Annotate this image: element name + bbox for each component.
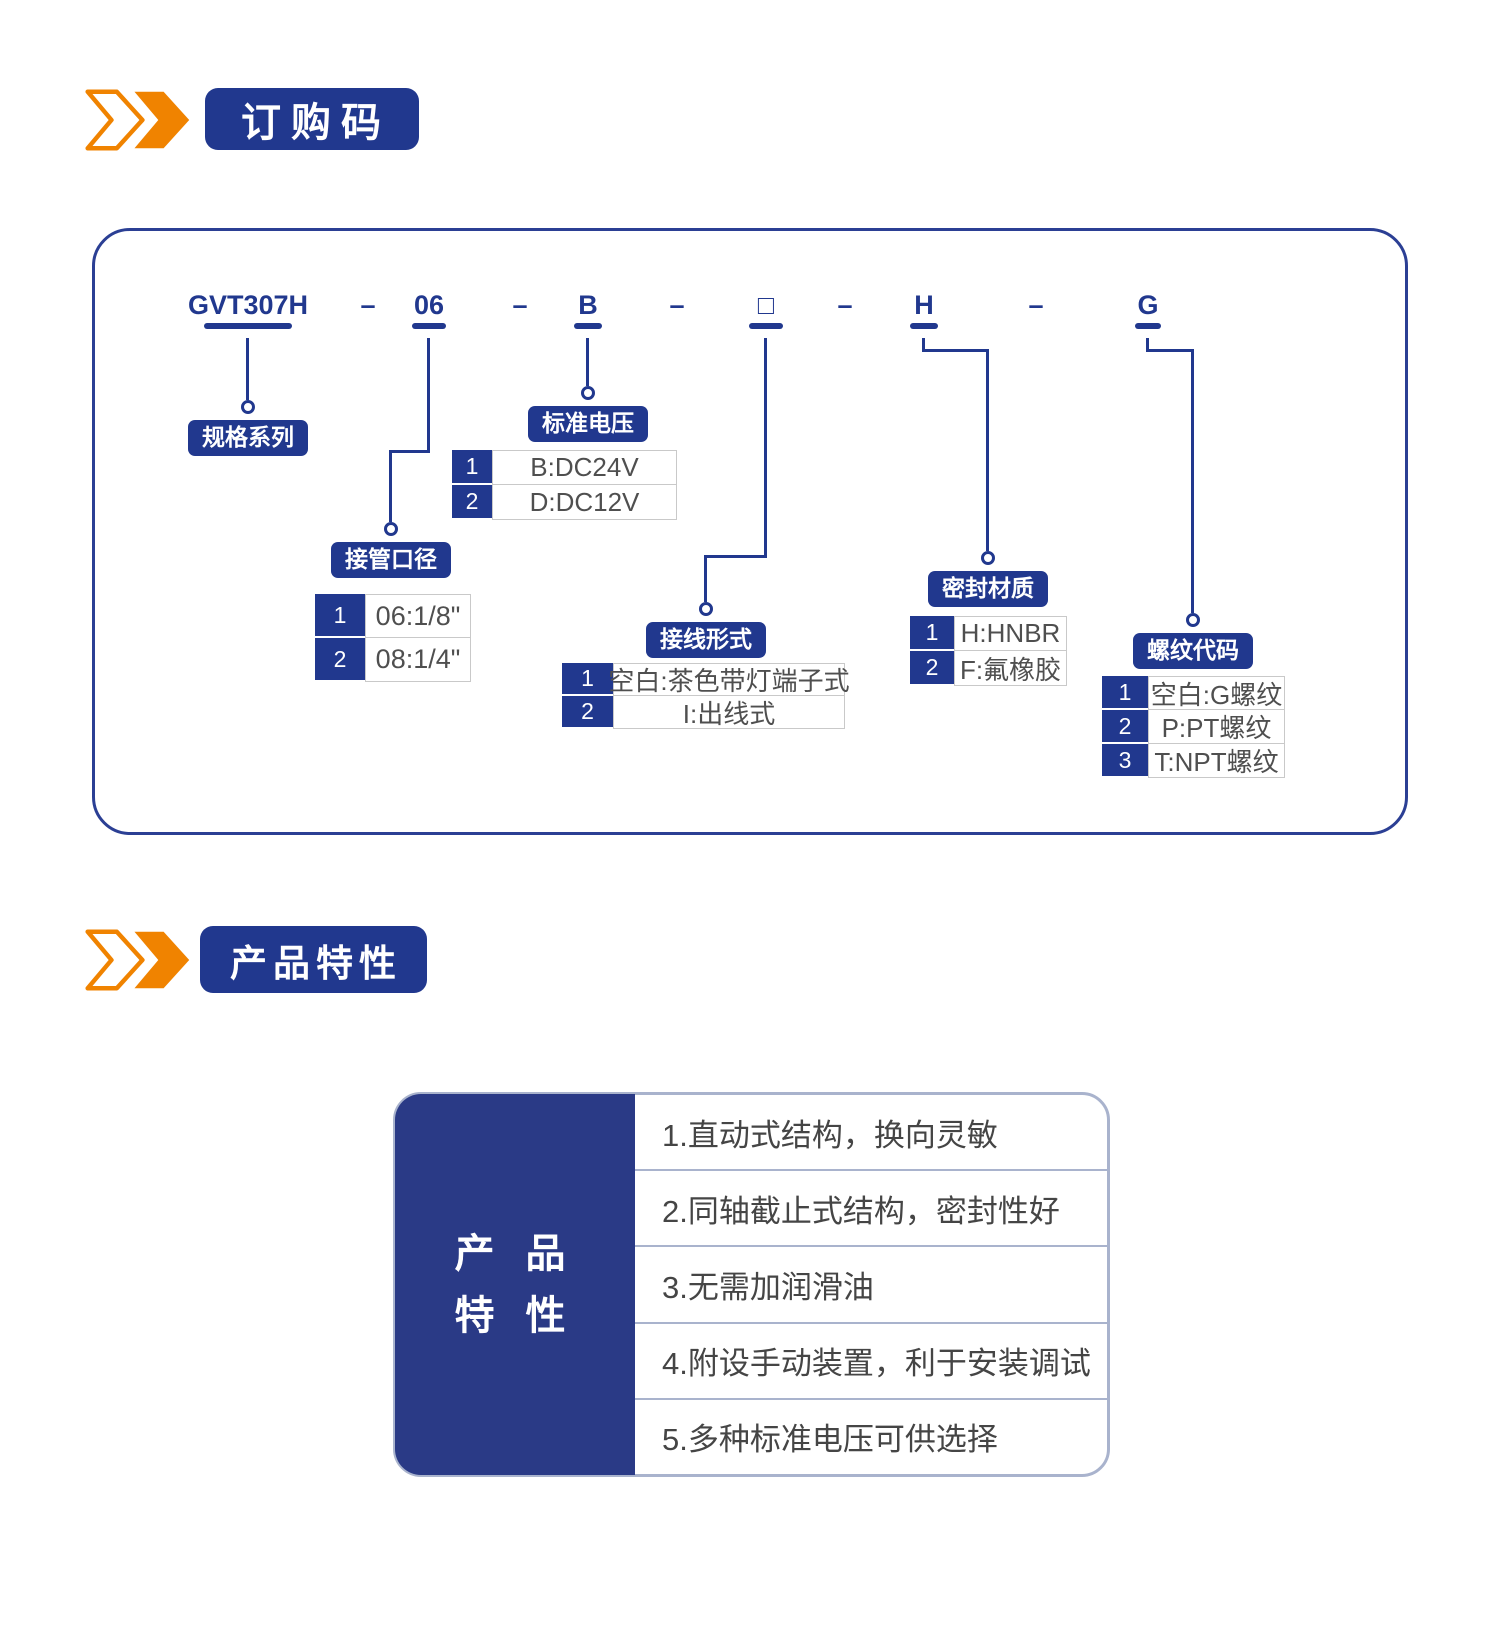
code-separator: – [669,290,685,320]
features-panel-title-line2: 特 性 [454,1293,576,1338]
label-wiring: 接线形式 [646,622,766,658]
label-pipe-size: 接管口径 [331,542,451,578]
features-list: 1.直动式结构，换向灵敏 2.同轴截止式结构，密封性好 3.无需加润滑油 4.附… [635,1095,1107,1474]
feature-item: 1.直动式结构，换向灵敏 [635,1095,1107,1172]
connector-line [389,450,392,522]
row-value: F:氟橡胶 [954,651,1067,686]
connector-line [986,349,989,551]
code-segment-thread: G [1137,290,1159,320]
table-row: 2 F:氟橡胶 [910,651,1067,686]
connector-dot [981,551,995,565]
row-value: H:HNBR [954,616,1067,651]
row-value: 06:1/8" [365,594,471,638]
row-number: 1 [562,663,613,694]
pipe-size-table: 1 06:1/8" 2 08:1/4" [315,594,471,682]
label-seal: 密封材质 [928,571,1048,607]
table-row: 1 空白:茶色带灯端子式 [562,663,850,696]
connector-dot [699,602,713,616]
label-voltage: 标准电压 [528,406,648,442]
label-thread: 螺纹代码 [1133,633,1253,669]
code-segment-port: 06 [413,290,445,320]
feature-item: 3.无需加润滑油 [635,1247,1107,1324]
row-value: D:DC12V [492,485,677,520]
code-underline [412,323,446,329]
row-number: 2 [562,696,613,727]
row-number: 2 [910,651,954,684]
connector-line [389,450,430,453]
row-number: 1 [1102,676,1148,708]
code-underline [574,323,602,329]
feature-item: 5.多种标准电压可供选择 [662,1422,998,1458]
row-number: 2 [1102,710,1148,742]
table-row: 1 06:1/8" [315,594,471,638]
code-segment-seal: H [914,290,934,320]
label-series: 规格系列 [188,420,308,456]
table-row: 2 08:1/4" [315,638,471,682]
order-code-section-title: 订购码 [205,88,419,150]
row-number: 3 [1102,744,1148,776]
code-segment-voltage: B [578,290,598,320]
connector-line [704,555,767,558]
code-segment-series: GVT307H [187,290,309,320]
table-row: 2 D:DC12V [452,485,677,520]
table-row: 1 空白:G螺纹 [1102,676,1285,710]
connector-line [1146,349,1194,352]
connector-line [922,349,989,352]
connector-dot [581,386,595,400]
connector-line [427,338,430,453]
seal-table: 1 H:HNBR 2 F:氟橡胶 [910,616,1067,686]
row-value: I:出线式 [613,696,845,729]
table-row: 3 T:NPT螺纹 [1102,744,1285,778]
connector-line [246,338,249,400]
table-row: 2 P:PT螺纹 [1102,710,1285,744]
thread-table: 1 空白:G螺纹 2 P:PT螺纹 3 T:NPT螺纹 [1102,676,1285,778]
code-separator: – [837,290,853,320]
connector-line [922,338,925,352]
row-number: 1 [910,616,954,649]
double-chevron-icon [85,89,190,151]
code-underline [204,323,292,329]
table-row: 1 B:DC24V [452,450,677,485]
connector-line [586,338,589,386]
voltage-table: 1 B:DC24V 2 D:DC12V [452,450,677,520]
row-value: P:PT螺纹 [1148,710,1285,744]
connector-line [704,555,707,602]
code-separator: – [1028,290,1044,320]
features-section-title: 产品特性 [200,926,427,993]
code-separator: – [512,290,528,320]
code-underline [1135,323,1161,329]
code-underline [910,323,938,329]
connector-dot [1186,613,1200,627]
table-row: 1 H:HNBR [910,616,1067,651]
code-segment-wiring: □ [757,290,775,320]
feature-item: 2.同轴截止式结构，密封性好 [635,1171,1107,1248]
row-number: 2 [452,485,492,518]
row-number: 2 [315,638,365,680]
row-number: 1 [452,450,492,483]
connector-line [764,338,767,558]
row-value: B:DC24V [492,450,677,485]
row-value: 08:1/4" [365,638,471,682]
connector-dot [241,400,255,414]
connector-line [1146,338,1149,352]
features-box: 产 品 特 性 1.直动式结构，换向灵敏 2.同轴截止式结构，密封性好 3.无需… [393,1092,1110,1477]
table-row: 2 I:出线式 [562,696,845,729]
feature-item: 4.附设手动装置，利于安装调试 [635,1324,1107,1400]
double-chevron-icon [85,929,190,991]
connector-line [1191,349,1194,613]
code-separator: – [360,290,376,320]
code-underline [749,323,783,329]
features-panel-title-line1: 产 品 [454,1231,576,1276]
row-value: 空白:G螺纹 [1148,676,1285,710]
connector-dot [384,522,398,536]
features-panel: 产 品 特 性 [395,1094,635,1475]
row-value: 空白:茶色带灯端子式 [608,663,850,696]
wiring-table: 1 空白:茶色带灯端子式 2 I:出线式 [562,663,850,729]
row-number: 1 [315,594,365,636]
row-value: T:NPT螺纹 [1148,744,1285,778]
